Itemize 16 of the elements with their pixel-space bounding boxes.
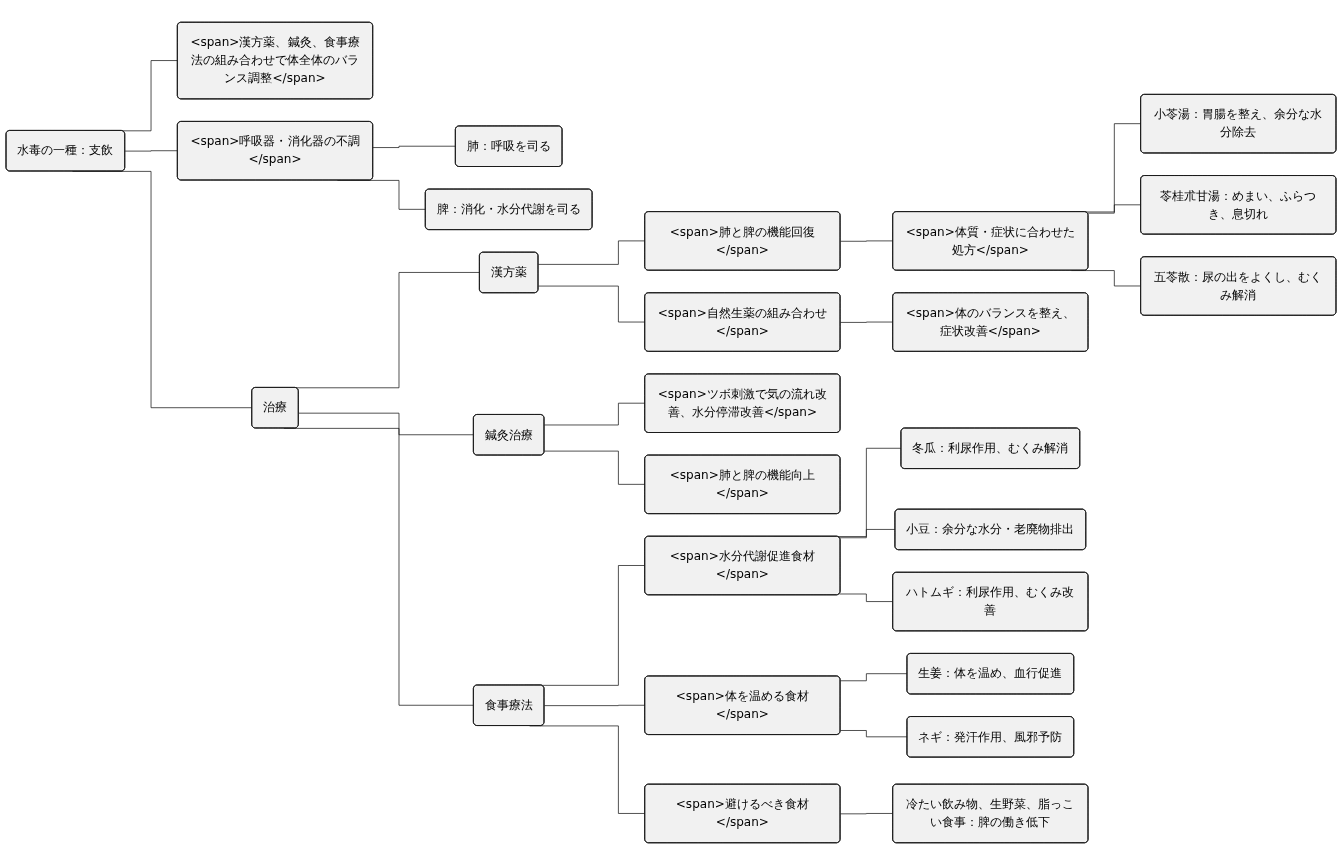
- connector: [840, 673, 908, 682]
- connector: [372, 145, 457, 148]
- connector: [124, 150, 179, 152]
- connector: [544, 704, 646, 706]
- connector: [1087, 204, 1142, 214]
- connector: [840, 730, 908, 738]
- connector: [298, 412, 475, 436]
- connector: [840, 321, 894, 323]
- connector: [538, 240, 646, 265]
- connector: [544, 450, 646, 486]
- connector: [840, 813, 894, 815]
- connector: [544, 402, 646, 426]
- connector: [839, 593, 894, 603]
- connector: [839, 529, 896, 539]
- connector: [538, 285, 646, 323]
- connector: [840, 240, 894, 242]
